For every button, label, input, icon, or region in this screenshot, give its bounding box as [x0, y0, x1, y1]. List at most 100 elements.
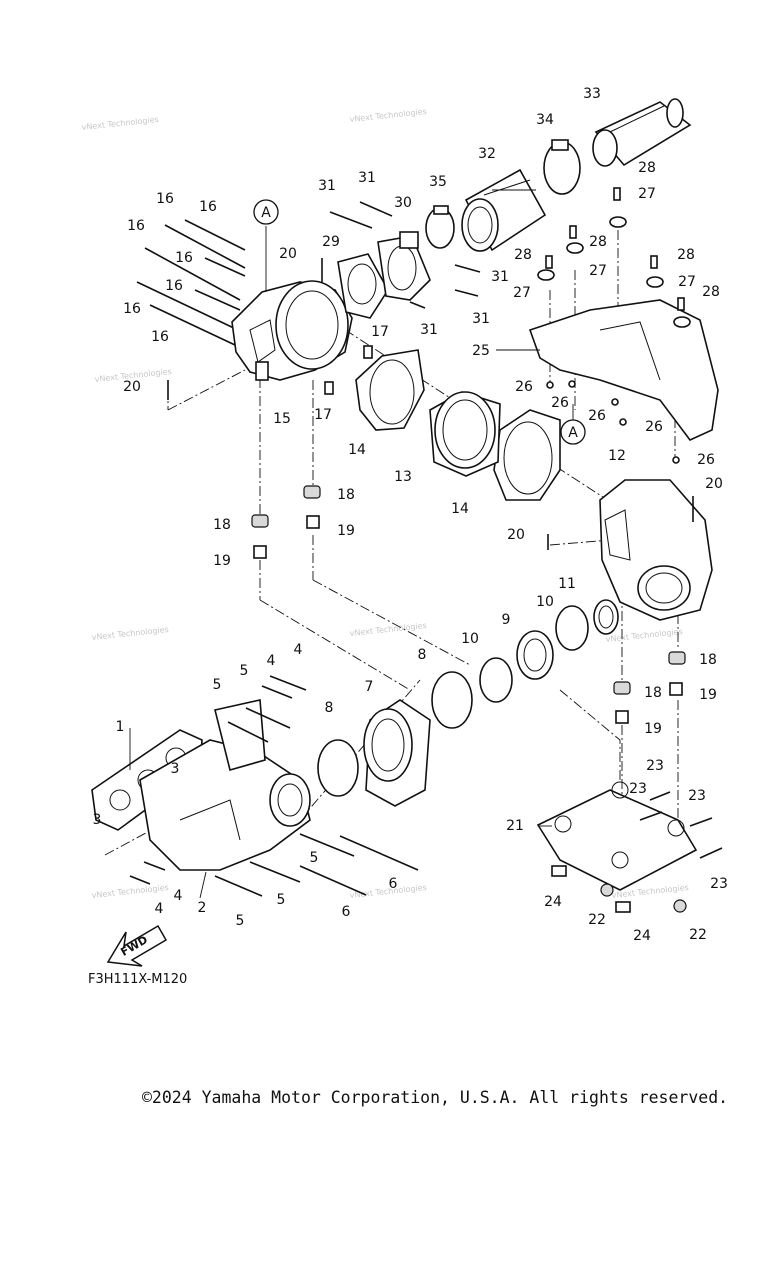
- pipe-33: [592, 98, 692, 167]
- callout-label: 26: [697, 452, 715, 468]
- callout-label: 31: [358, 170, 376, 186]
- muffler-13: [429, 391, 501, 477]
- callout-label: 8: [418, 647, 427, 663]
- callout-label: 27: [589, 263, 607, 279]
- clamp-34: [543, 139, 581, 195]
- callout-label: 17: [314, 407, 332, 423]
- callout-label: 20: [507, 527, 525, 543]
- callout-label: 16: [151, 329, 169, 345]
- reference-mark-a: A: [253, 199, 279, 225]
- clamp-8-lower: [317, 739, 359, 797]
- callout-label: 18: [213, 517, 231, 533]
- collars-19: [253, 515, 683, 724]
- grommets-18: [251, 485, 686, 695]
- callout-label: 26: [588, 408, 606, 424]
- callout-label: 28: [514, 247, 532, 263]
- bolts-20: [167, 258, 694, 550]
- callout-label: 13: [394, 469, 412, 485]
- watermark: vNext Technologies: [605, 627, 683, 644]
- gasket-14-upper: [355, 349, 425, 431]
- exhaust-manifold-2: [139, 699, 311, 871]
- pins-17: [324, 345, 373, 395]
- bolts-16: [136, 219, 246, 346]
- reference-mark-a: A: [560, 419, 586, 445]
- callout-label: 15: [273, 411, 291, 427]
- callout-label: 31: [318, 178, 336, 194]
- callout-label: 23: [646, 758, 664, 774]
- copyright-notice: ©2024 Yamaha Motor Corporation, U.S.A. A…: [142, 1088, 729, 1107]
- callout-label: 23: [688, 788, 706, 804]
- callout-label: 34: [536, 112, 554, 128]
- clamp-35: [425, 205, 455, 249]
- flange-30: [377, 231, 431, 301]
- callout-label: 27: [638, 186, 656, 202]
- callout-label: 20: [123, 379, 141, 395]
- watermark: vNext Technologies: [81, 115, 159, 132]
- callout-label: 35: [429, 174, 447, 190]
- hose-7: [363, 699, 431, 807]
- callout-label: 26: [645, 419, 663, 435]
- callout-label: 8: [325, 700, 334, 716]
- bracket-21: [536, 781, 698, 891]
- callout-label: 23: [710, 876, 728, 892]
- callout-label: 5: [277, 892, 286, 908]
- water-box-12: [599, 479, 713, 621]
- callout-label: 6: [389, 876, 398, 892]
- callout-labels: 1 2 3 3 4 4 4 4 5 5 5 5 5 5 6 6 7 8 8 9 …: [93, 86, 728, 944]
- callout-label: 4: [294, 642, 303, 658]
- callout-label: 14: [451, 501, 469, 517]
- callout-label: 18: [699, 652, 717, 668]
- callout-label: 21: [506, 818, 524, 834]
- callout-label: 16: [199, 199, 217, 215]
- svg-text:A: A: [261, 205, 271, 221]
- callout-label: 31: [472, 311, 490, 327]
- cover-25: [528, 299, 719, 441]
- clamp-10-upper: [555, 605, 589, 651]
- callout-label: 5: [236, 913, 245, 929]
- watermark: vNext Technologies: [91, 625, 169, 642]
- clamp-8-upper: [431, 671, 473, 729]
- callout-label: 28: [702, 284, 720, 300]
- callout-label: 17: [371, 324, 389, 340]
- callout-label: 16: [165, 278, 183, 294]
- callout-label: 3: [171, 761, 180, 777]
- joint-11: [593, 599, 619, 635]
- callout-label: 24: [633, 928, 651, 944]
- callout-label: 11: [558, 576, 576, 592]
- callout-label: 19: [699, 687, 717, 703]
- callout-label: 5: [310, 850, 319, 866]
- callout-label: 28: [638, 160, 656, 176]
- callout-label: 18: [644, 685, 662, 701]
- callout-label: 32: [478, 146, 496, 162]
- callout-label: 10: [536, 594, 554, 610]
- callout-label: 19: [337, 523, 355, 539]
- callout-label: 1: [116, 719, 125, 735]
- callout-label: 5: [240, 663, 249, 679]
- upper-exhaust-body: [231, 280, 353, 381]
- bolts-31: [329, 201, 481, 309]
- callout-label: 24: [544, 894, 562, 910]
- callout-label: 4: [174, 888, 183, 904]
- clamp-10-lower: [479, 657, 513, 703]
- callout-label: 31: [420, 322, 438, 338]
- callout-label: 29: [322, 234, 340, 250]
- joint-9: [516, 630, 554, 680]
- fwd-arrow: FWD: [106, 924, 168, 967]
- bolts-23: [639, 791, 723, 859]
- watermark: vNext Technologies: [349, 107, 427, 124]
- callout-label: 20: [705, 476, 723, 492]
- gasket-29: [337, 253, 389, 319]
- gasket-14-lower: [493, 409, 561, 501]
- callout-label: 4: [267, 653, 276, 669]
- callout-label: 27: [513, 285, 531, 301]
- callout-label: 27: [678, 274, 696, 290]
- callout-label: 26: [551, 395, 569, 411]
- bolts-4-5-6: [129, 675, 419, 897]
- callout-label: 22: [588, 912, 606, 928]
- callout-label: 30: [394, 195, 412, 211]
- callout-label: 26: [515, 379, 533, 395]
- callout-label: 16: [156, 191, 174, 207]
- callout-label: 7: [365, 679, 374, 695]
- callout-label: 10: [461, 631, 479, 647]
- exploded-parts-diagram: vNext Technologies vNext Technologies vN…: [81, 86, 728, 967]
